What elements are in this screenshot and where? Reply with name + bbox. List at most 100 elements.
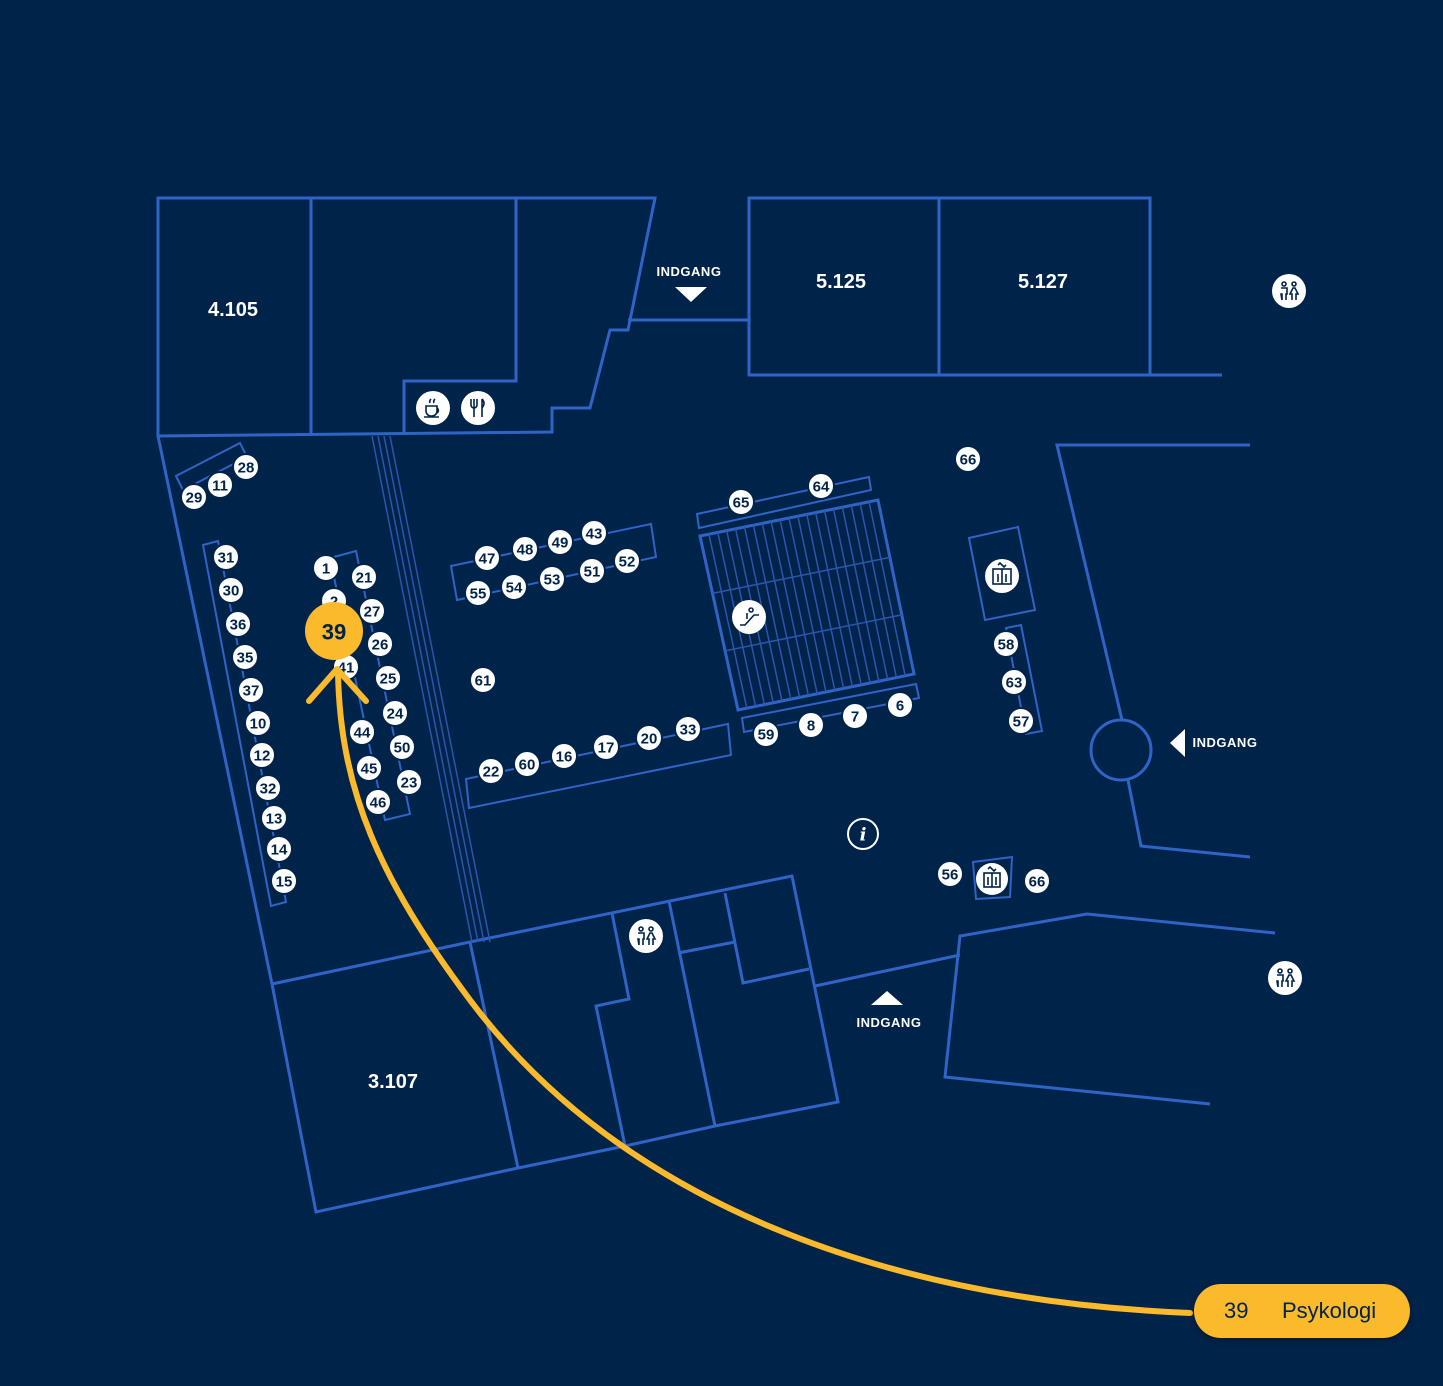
stand-badge-17[interactable]: 17 <box>592 733 620 761</box>
stand-badge-50[interactable]: 50 <box>388 733 416 761</box>
stand-number: 13 <box>266 811 283 828</box>
stand-badge-49[interactable]: 49 <box>546 528 574 556</box>
restaurant-icon[interactable] <box>461 391 495 425</box>
stand-badge-14[interactable]: 14 <box>265 835 293 863</box>
elevator-icon[interactable] <box>976 863 1008 895</box>
stand-badge-33[interactable]: 33 <box>674 715 702 743</box>
stand-badge-43[interactable]: 43 <box>580 519 608 547</box>
stand-badge-60[interactable]: 60 <box>513 750 541 778</box>
stand-badge-7[interactable]: 7 <box>841 702 869 730</box>
toilet-icon[interactable] <box>629 919 663 953</box>
stand-badge-58[interactable]: 58 <box>992 630 1020 658</box>
stand-badge-47[interactable]: 47 <box>473 544 501 572</box>
stand-badge-53[interactable]: 53 <box>538 565 566 593</box>
building-walls <box>156 196 1276 1214</box>
stand-number: 25 <box>380 671 397 688</box>
stand-badge-61[interactable]: 61 <box>469 666 497 694</box>
stand-badge-45[interactable]: 45 <box>355 754 383 782</box>
escalator-icon[interactable] <box>732 600 766 634</box>
stand-badge-30[interactable]: 30 <box>217 576 245 604</box>
stand-badge-54[interactable]: 54 <box>500 573 528 601</box>
stand-number: 37 <box>243 683 260 700</box>
entrances: INDGANG INDGANG INDGANG <box>657 264 1257 1030</box>
stand-number: 53 <box>544 572 561 589</box>
stand-badge-6[interactable]: 6 <box>886 691 914 719</box>
route-line <box>335 669 1193 1316</box>
elevator-icon[interactable] <box>985 559 1019 593</box>
stand-badge-15[interactable]: 15 <box>270 867 298 895</box>
stand-badge-59[interactable]: 59 <box>752 720 780 748</box>
stand-badge-13[interactable]: 13 <box>260 804 288 832</box>
stand-number: 48 <box>517 542 534 559</box>
stand-number: 12 <box>254 748 271 765</box>
stand-badge-1[interactable]: 1 <box>312 554 340 582</box>
stand-badge-57[interactable]: 57 <box>1007 707 1035 735</box>
stand-badge-66-b[interactable]: 66 <box>1023 867 1051 895</box>
stand-badge-35[interactable]: 35 <box>231 643 259 671</box>
stand-badge-32[interactable]: 32 <box>254 774 282 802</box>
escalator-area <box>698 498 916 712</box>
stand-badge-23[interactable]: 23 <box>395 768 423 796</box>
stand-badge-12[interactable]: 12 <box>248 741 276 769</box>
route-arrowhead-icon <box>306 666 369 704</box>
stand-badge-44[interactable]: 44 <box>348 718 376 746</box>
facility-icons: i <box>416 274 1306 995</box>
stand-badge-36[interactable]: 36 <box>224 610 252 638</box>
stand-badge-10[interactable]: 10 <box>244 709 272 737</box>
stand-badge-55[interactable]: 55 <box>464 579 492 607</box>
stand-number: 44 <box>354 725 371 742</box>
stand-number: 46 <box>370 795 387 812</box>
stand-badge-37[interactable]: 37 <box>237 676 265 704</box>
stand-number: 27 <box>364 604 381 621</box>
stand-badge-16[interactable]: 16 <box>550 742 578 770</box>
stand-number: 26 <box>372 637 389 654</box>
stand-badge-11[interactable]: 11 <box>206 471 234 499</box>
stand-badge-31[interactable]: 31 <box>212 543 240 571</box>
stand-badge-51[interactable]: 51 <box>578 557 606 585</box>
stand-badge-52[interactable]: 52 <box>613 547 641 575</box>
entrance-right-arrow-icon <box>1170 729 1185 757</box>
stand-badge-8[interactable]: 8 <box>797 711 825 739</box>
stand-badges: 1221272625245023414445463130363537101232… <box>180 445 1051 895</box>
stand-badge-26[interactable]: 26 <box>366 630 394 658</box>
stand-badge-65[interactable]: 65 <box>727 488 755 516</box>
stand-number: 47 <box>479 551 496 568</box>
highlight-legend[interactable]: 39 Psykologi <box>1194 1284 1410 1338</box>
stand-badge-46[interactable]: 46 <box>364 788 392 816</box>
room-5127: 5.127 <box>1018 271 1068 293</box>
stand-badge-27[interactable]: 27 <box>358 597 386 625</box>
stand-badge-28[interactable]: 28 <box>232 453 260 481</box>
toilet-icon[interactable] <box>1268 961 1302 995</box>
entrance-bottom-arrow-icon <box>871 991 903 1005</box>
legend-name: Psykologi <box>1282 1298 1377 1323</box>
stand-badge-29[interactable]: 29 <box>180 483 208 511</box>
entrance-bottom-label: INDGANG <box>857 1015 922 1030</box>
stand-number: 14 <box>271 842 288 859</box>
stand-badge-66[interactable]: 66 <box>954 445 982 473</box>
stand-badge-63[interactable]: 63 <box>1000 668 1028 696</box>
stand-number: 32 <box>260 781 277 798</box>
room-3107: 3.107 <box>368 1071 418 1093</box>
stand-badge-56[interactable]: 56 <box>936 860 964 888</box>
stand-number: 66 <box>960 452 977 469</box>
stand-number: 45 <box>361 761 378 778</box>
info-icon[interactable]: i <box>847 818 879 850</box>
stand-badge-64[interactable]: 64 <box>807 472 835 500</box>
stand-number: 7 <box>851 709 859 726</box>
stand-number: 6 <box>896 698 904 715</box>
highlight-pin[interactable]: 39 <box>305 602 363 660</box>
stand-badge-24[interactable]: 24 <box>381 699 409 727</box>
stand-badge-25[interactable]: 25 <box>374 664 402 692</box>
stand-badge-21[interactable]: 21 <box>350 563 378 591</box>
stand-number: 52 <box>619 554 636 571</box>
stand-number: 54 <box>506 580 523 597</box>
stand-number: 20 <box>641 731 658 748</box>
coffee-icon[interactable] <box>416 391 450 425</box>
stand-badge-22[interactable]: 22 <box>477 757 505 785</box>
stand-badge-20[interactable]: 20 <box>635 724 663 752</box>
stand-number: 55 <box>470 586 487 603</box>
toilet-icon[interactable] <box>1272 274 1306 308</box>
stand-badge-48[interactable]: 48 <box>511 535 539 563</box>
stand-number: 17 <box>598 740 615 757</box>
